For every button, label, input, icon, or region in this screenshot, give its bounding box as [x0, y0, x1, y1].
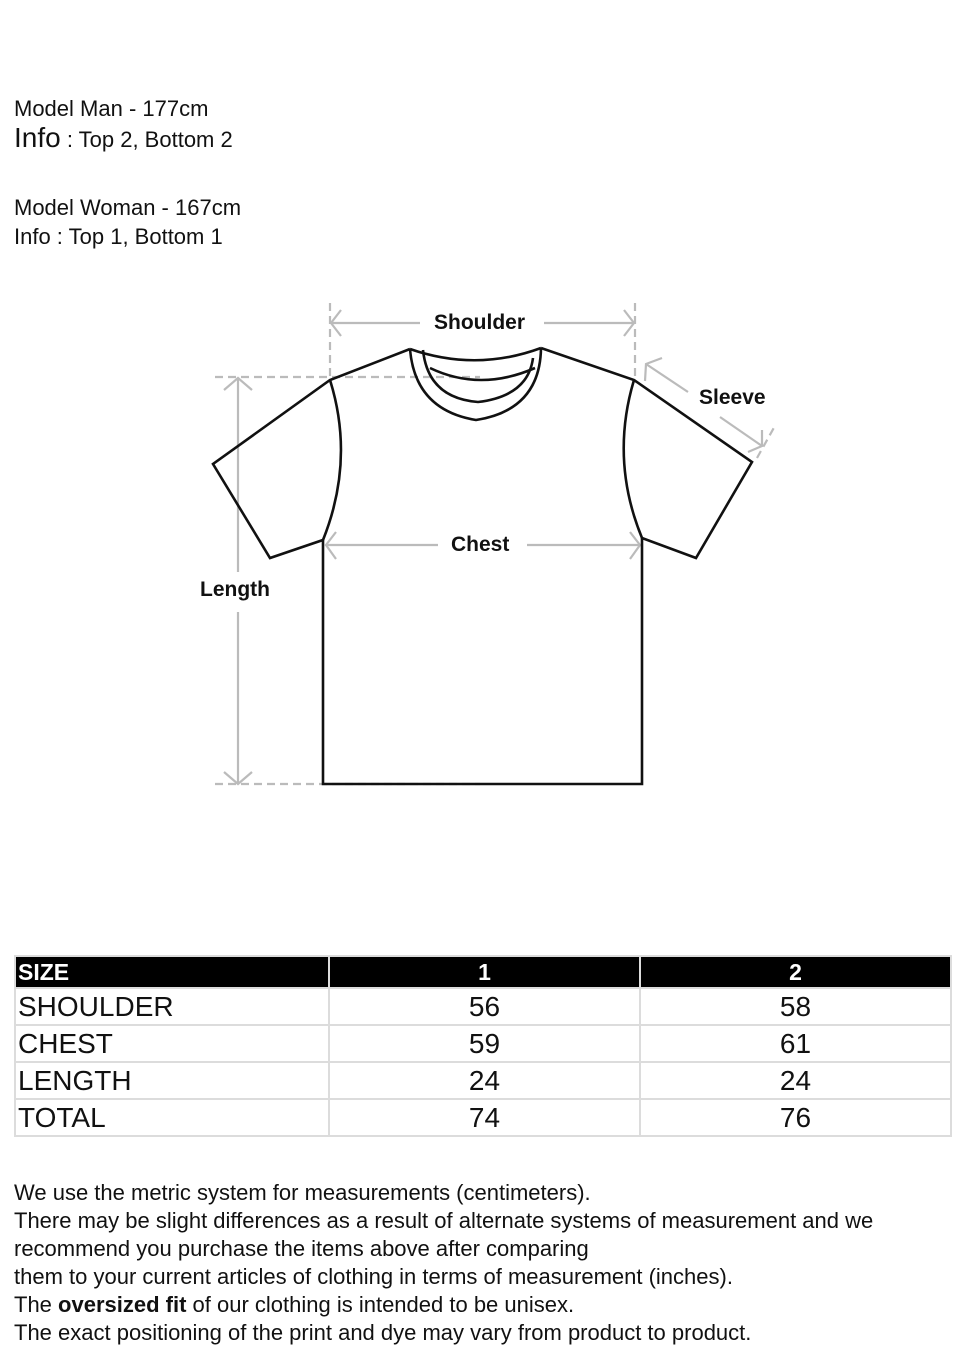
cell-value: 56 [328, 987, 641, 1026]
row-label: TOTAL [14, 1098, 330, 1137]
sleeve-label: Sleeve [699, 386, 766, 409]
note-line: The exact positioning of the print and d… [14, 1320, 752, 1345]
size-table: SIZE 1 2 SHOULDER 56 58 CHEST 59 61 LENG… [14, 955, 952, 1137]
table-row-length: LENGTH 24 24 [14, 1061, 952, 1100]
note-fit-bold: oversized fit [58, 1292, 187, 1317]
header-size: SIZE [14, 955, 330, 989]
length-label: Length [200, 578, 270, 601]
note-fit-suffix: of our clothing is intended to be unisex… [186, 1292, 575, 1317]
table-row-shoulder: SHOULDER 56 58 [14, 987, 952, 1026]
measurement-notes: We use the metric system for measurement… [14, 1179, 964, 1347]
model-info: Model Man - 177cm Info : Top 2, Bottom 2… [14, 94, 241, 251]
model-man-info-value: : Top 2, Bottom 2 [60, 127, 233, 152]
model-man-info: Info : Top 2, Bottom 2 [14, 123, 241, 154]
model-man-info-label: Info [14, 122, 61, 153]
note-line: them to your current articles of clothin… [14, 1264, 733, 1289]
size-table-header: SIZE 1 2 [14, 955, 952, 989]
note-fit-prefix: The [14, 1292, 59, 1317]
header-size-2: 2 [639, 955, 952, 989]
model-woman-info: Info : Top 1, Bottom 1 [14, 224, 223, 249]
note-line: We use the metric system for measurement… [14, 1180, 591, 1205]
table-row-chest: CHEST 59 61 [14, 1024, 952, 1063]
header-size-1: 1 [328, 955, 641, 989]
model-man-title: Model Man - 177cm [14, 96, 209, 121]
cell-value: 58 [639, 987, 952, 1026]
cell-value: 24 [328, 1061, 641, 1100]
note-line: recommend you purchase the items above a… [14, 1236, 589, 1261]
row-label: LENGTH [14, 1061, 330, 1100]
cell-value: 24 [639, 1061, 952, 1100]
model-woman-title: Model Woman - 167cm [14, 195, 242, 220]
row-label: SHOULDER [14, 987, 330, 1026]
cell-value: 59 [328, 1024, 641, 1063]
note-line: There may be slight differences as a res… [14, 1208, 874, 1233]
row-label: CHEST [14, 1024, 330, 1063]
table-row-total: TOTAL 74 76 [14, 1098, 952, 1137]
cell-value: 74 [328, 1098, 641, 1137]
note-line-fit: The oversized fit of our clothing is int… [14, 1291, 964, 1319]
shoulder-label: Shoulder [434, 311, 526, 334]
tshirt-measurement-diagram: Shoulder Sleeve Chest Length [0, 290, 971, 810]
cell-value: 76 [639, 1098, 952, 1137]
chest-label: Chest [451, 533, 510, 556]
tshirt-outline-icon [211, 303, 777, 786]
cell-value: 61 [639, 1024, 952, 1063]
